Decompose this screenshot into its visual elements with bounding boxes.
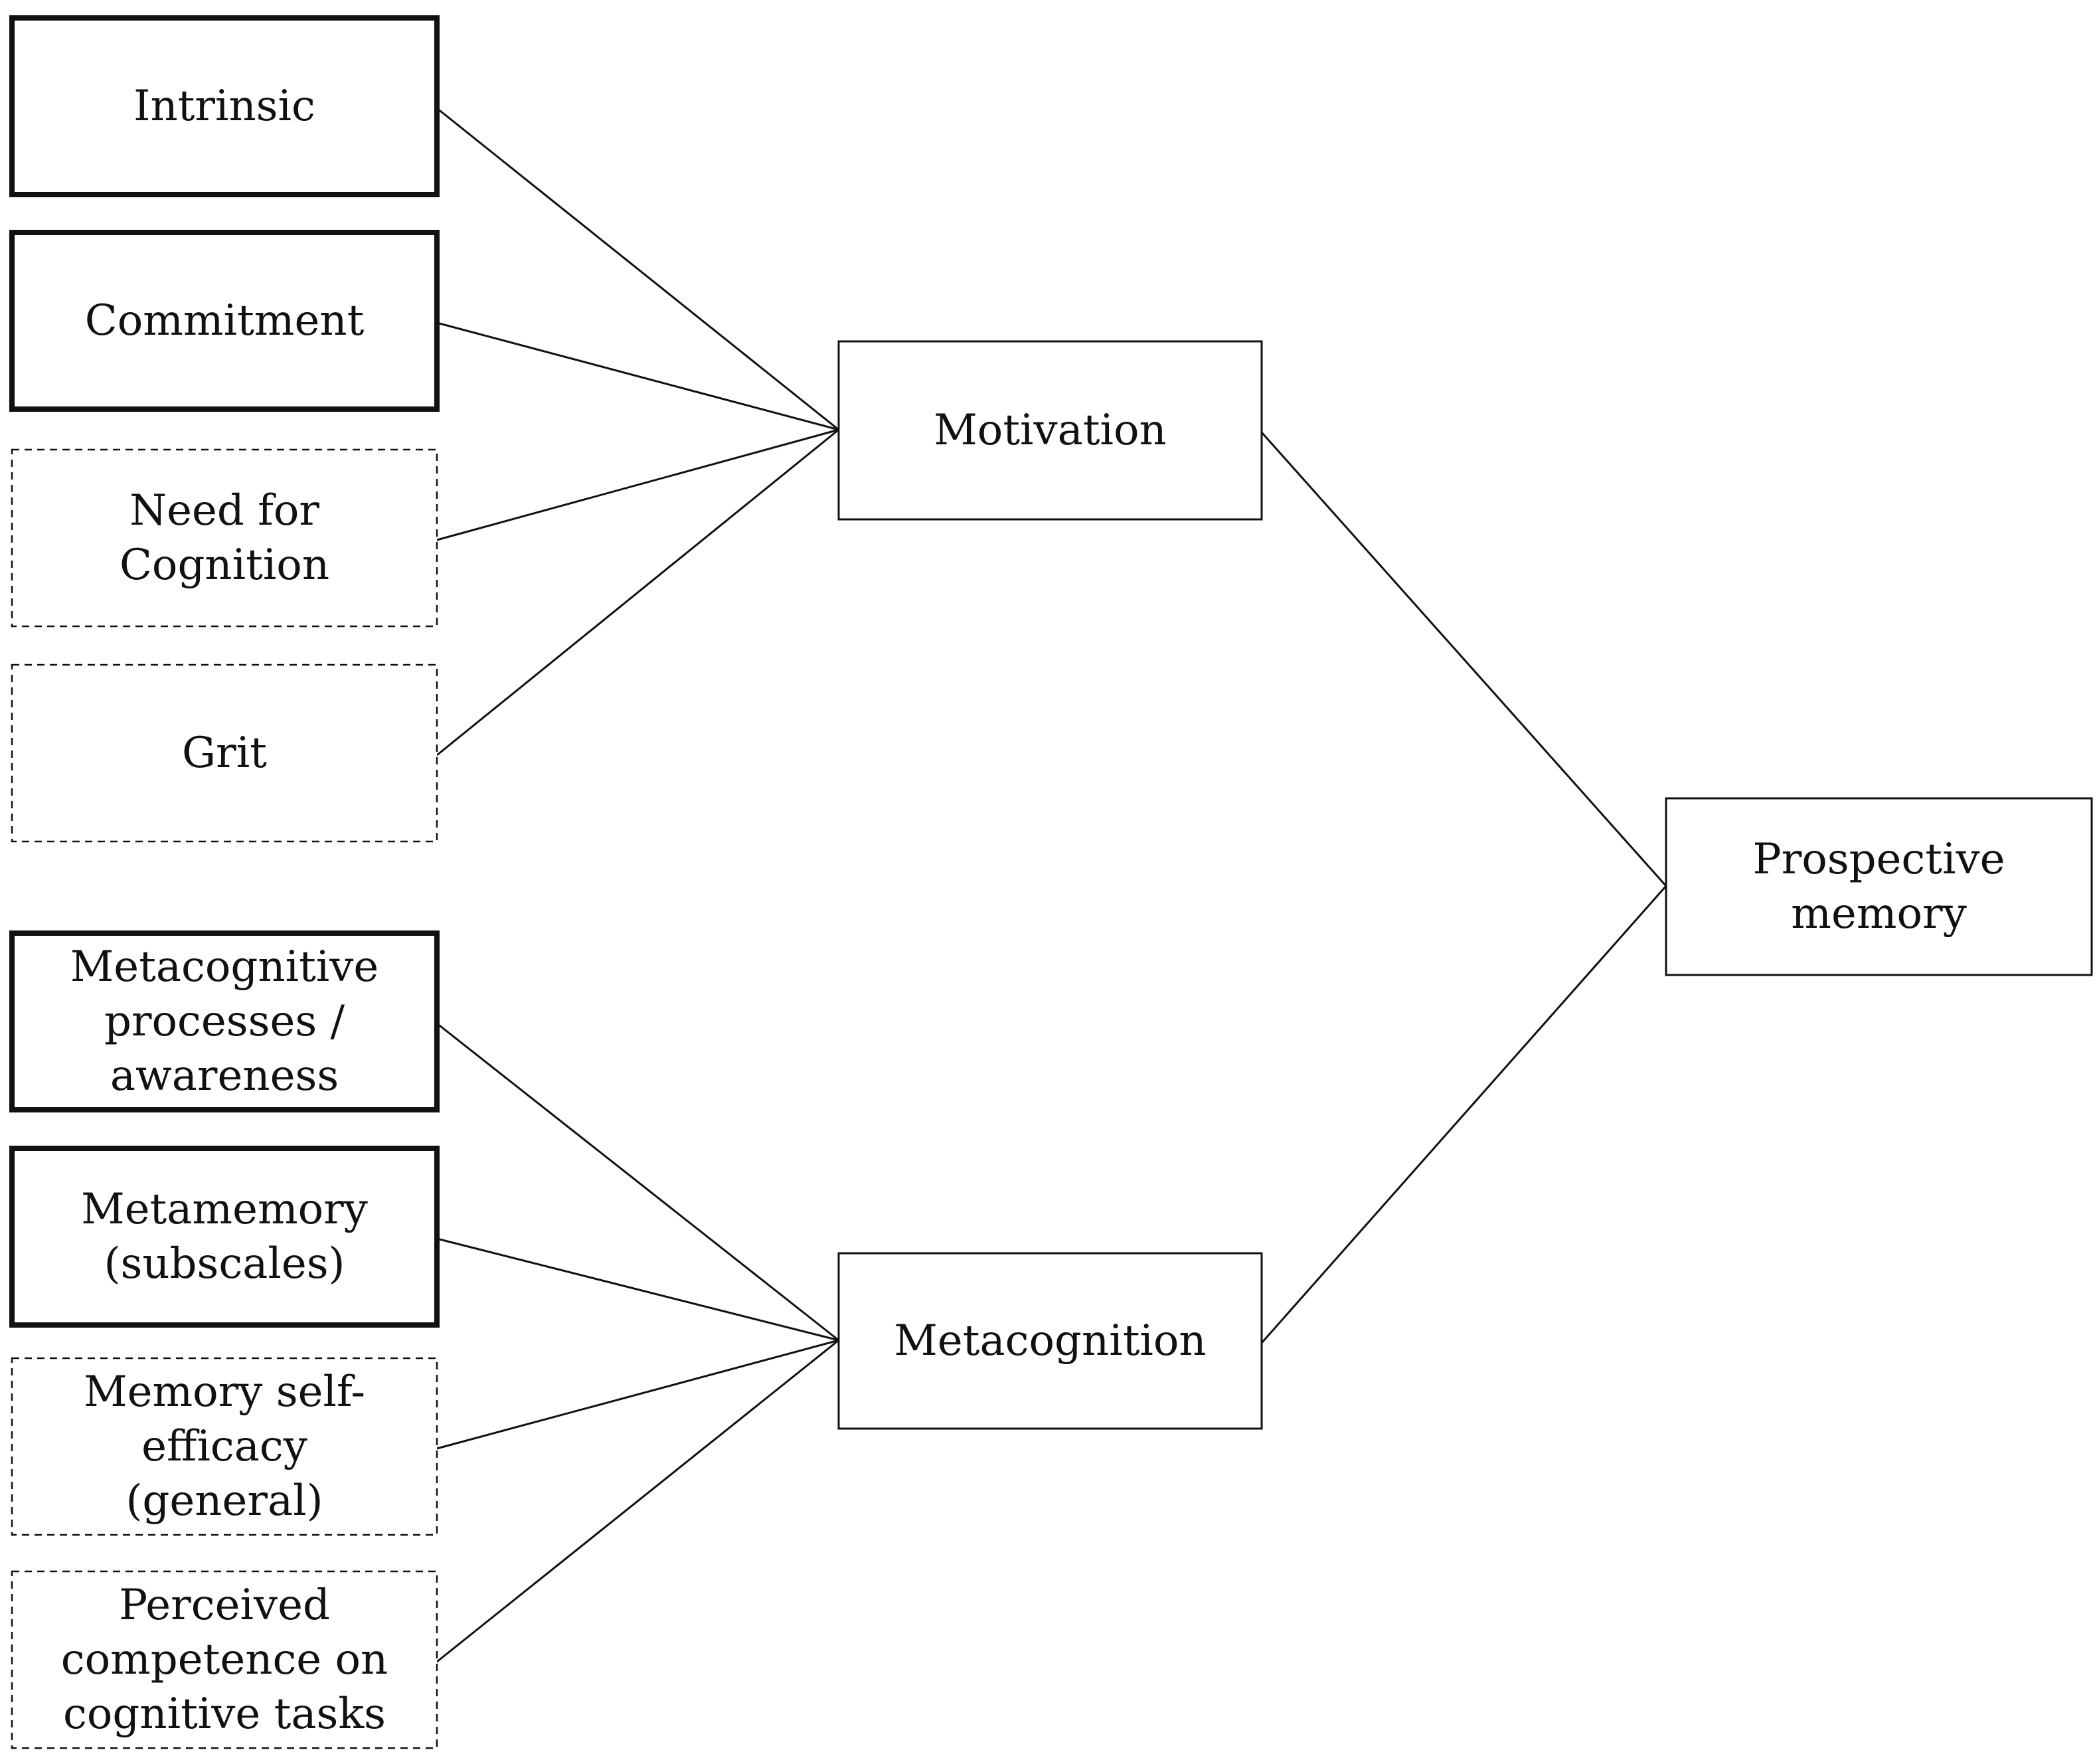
node-label-grit-line-1: Grit — [182, 729, 267, 778]
edge-grit-to-motivation — [436, 428, 839, 756]
node-label-metacognitive-processes-line-1: Metacognitive — [70, 942, 379, 992]
node-label-perceived-competence-line-1: Perceived — [119, 1581, 330, 1630]
edge-intrinsic-to-motivation — [436, 107, 839, 431]
node-box-metacognition — [837, 1252, 1263, 1430]
edge-need-for-cognition-to-motivation — [436, 428, 839, 541]
node-metamemory: Metamemory (subscales) — [9, 1146, 440, 1328]
node-label-metacognitive-processes-line-3: awareness — [110, 1051, 339, 1101]
node-box-perceived-competence — [11, 1570, 438, 1749]
node-intrinsic: Intrinsic — [9, 15, 440, 197]
node-label-memory-self-efficacy-line-3: (general) — [126, 1476, 323, 1526]
node-metacognitive-processes: Metacognitive processes / awareness — [9, 930, 440, 1112]
edge-memory-self-efficacy-to-metacognition — [436, 1339, 839, 1450]
node-label-commitment-line-1: Commitment — [85, 296, 365, 345]
node-motivation: Motivation — [837, 340, 1263, 521]
node-metacognition: Metacognition — [837, 1252, 1263, 1430]
node-label-metamemory-line-1: Metamemory — [81, 1185, 368, 1234]
edge-metacognition-to-prospective-memory — [1260, 885, 1667, 1344]
node-label-prospective-memory-line-1: Prospective — [1753, 835, 2005, 884]
node-label-intrinsic-line-1: Intrinsic — [133, 82, 315, 131]
node-box-intrinsic — [9, 15, 440, 197]
node-perceived-competence: Perceived competence on cognitive tasks — [11, 1570, 438, 1749]
node-label-perceived-competence-line-2: competence on — [61, 1635, 388, 1684]
node-commitment: Commitment — [9, 230, 440, 412]
node-box-need-for-cognition — [11, 448, 438, 628]
node-box-commitment — [9, 230, 440, 412]
edge-perceived-competence-to-metacognition — [436, 1339, 839, 1663]
node-box-prospective-memory — [1665, 797, 2093, 976]
node-box-memory-self-efficacy — [11, 1357, 438, 1536]
node-label-need-for-cognition-line-2: Cognition — [120, 541, 329, 590]
node-box-metacognitive-processes — [9, 930, 440, 1112]
node-label-metacognitive-processes-line-2: processes / — [104, 997, 345, 1046]
node-label-memory-self-efficacy-line-2: efficacy — [141, 1422, 307, 1471]
node-label-memory-self-efficacy-line-1: Memory self- — [84, 1367, 365, 1417]
node-grit: Grit — [11, 663, 438, 843]
node-label-perceived-competence-line-3: cognitive tasks — [63, 1690, 386, 1739]
edge-commitment-to-motivation — [436, 321, 839, 431]
node-label-need-for-cognition-line-1: Need for — [129, 486, 319, 535]
node-label-motivation-line-1: Motivation — [934, 406, 1167, 455]
edge-metacognitive-processes-to-metacognition — [436, 1022, 839, 1342]
node-label-metamemory-line-2: (subscales) — [104, 1239, 345, 1288]
node-prospective-memory: Prospective memory — [1665, 797, 2093, 976]
node-box-motivation — [837, 340, 1263, 521]
node-box-grit — [11, 663, 438, 843]
node-box-metamemory — [9, 1146, 440, 1328]
edge-metamemory-to-metacognition — [436, 1237, 839, 1342]
edges — [436, 107, 1667, 1663]
edge-motivation-to-prospective-memory — [1260, 432, 1667, 887]
node-memory-self-efficacy: Memory self-efficacy (general) — [11, 1357, 438, 1536]
node-label-prospective-memory-line-2: memory — [1791, 889, 1967, 938]
node-label-metacognition-line-1: Metacognition — [894, 1316, 1206, 1366]
